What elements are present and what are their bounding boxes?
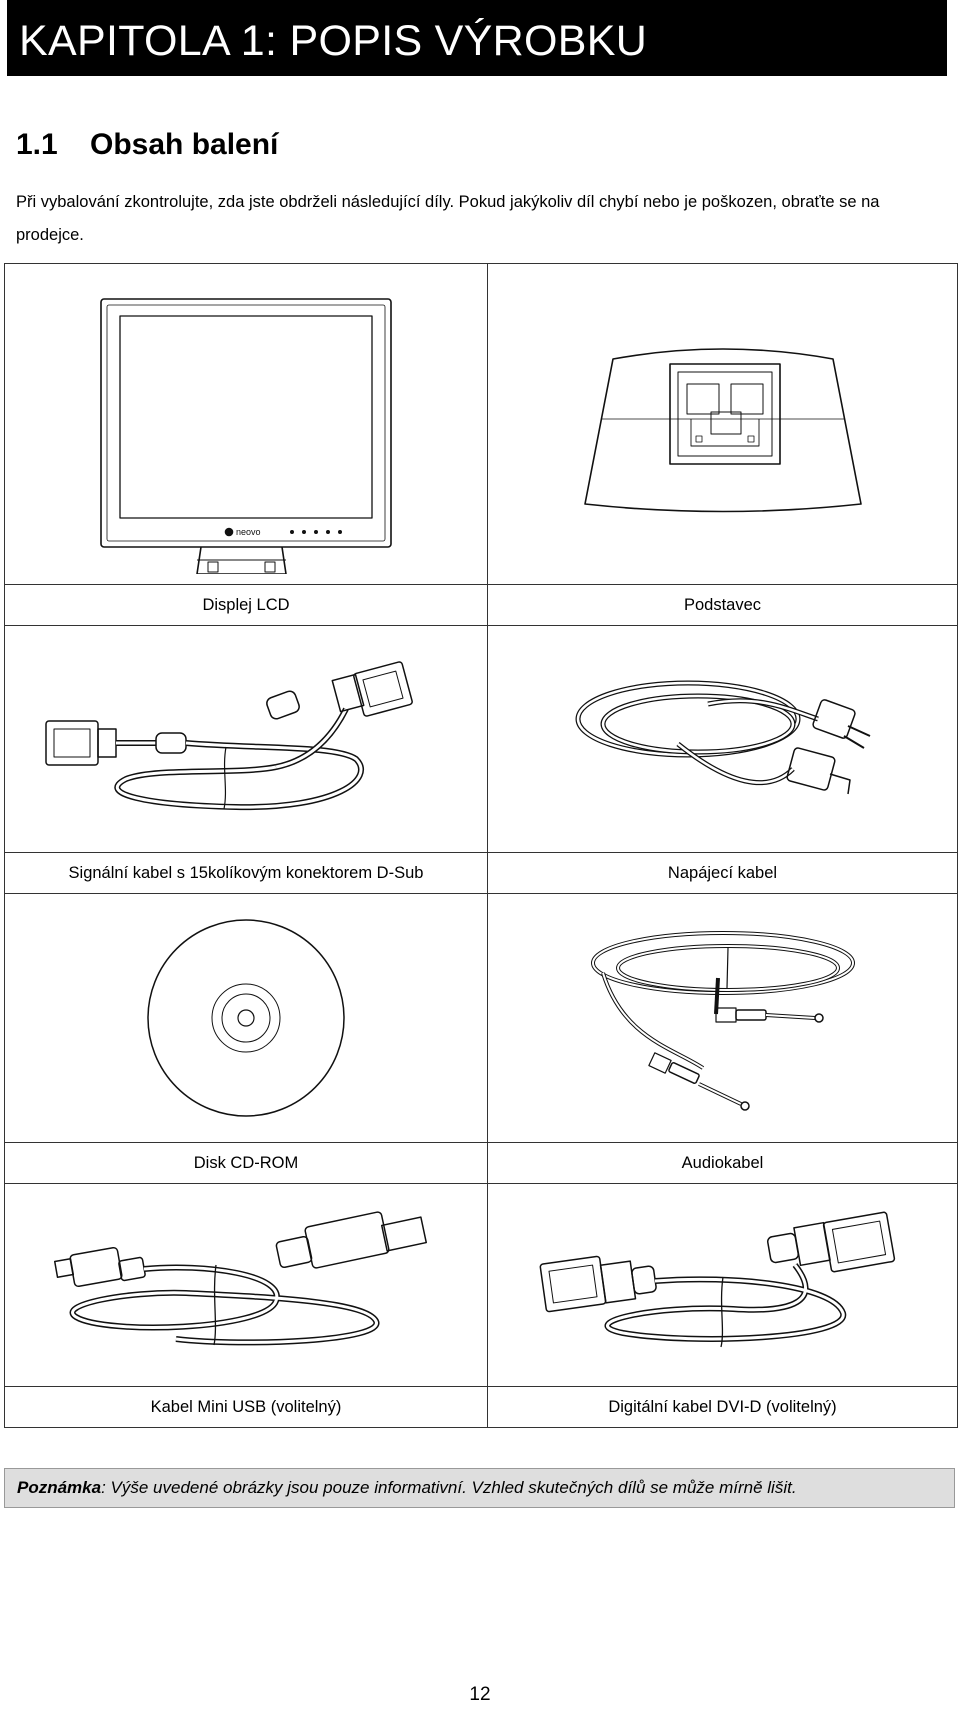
chapter-header-bar: KAPITOLA 1: POPIS VÝROBKU <box>7 0 947 76</box>
section-heading: 1.1 Obsah balení <box>16 128 278 162</box>
page-number: 12 <box>469 1684 491 1705</box>
lcd-display-image: neovo <box>4 263 488 585</box>
cd-rom-icon <box>147 919 345 1117</box>
intro-paragraph: Při vybalování zkontrolujte, zda jste ob… <box>16 193 880 244</box>
note-text: : Výše uvedené obrázky jsou pouze inform… <box>101 1478 797 1497</box>
item-label-usb-cable: Kabel Mini USB (volitelný) <box>4 1386 488 1428</box>
note-box: Poznámka: Výše uvedené obrázky jsou pouz… <box>4 1468 955 1508</box>
item-label-power-cable: Napájecí kabel <box>487 852 958 894</box>
stand-image <box>487 263 958 585</box>
chapter-title: KAPITOLA 1: POPIS VÝROBKU <box>19 17 648 65</box>
dsub-cable-icon <box>45 661 413 811</box>
item-label-dvi-cable: Digitální kabel DVI-D (volitelný) <box>487 1386 958 1428</box>
dsub-cable-image <box>4 625 488 853</box>
power-cable-image <box>487 625 958 853</box>
section-number: 1.1 <box>16 128 58 161</box>
package-contents-table: neovo <box>4 263 958 1428</box>
usb-cable-icon <box>53 1211 428 1346</box>
power-cable-icon <box>575 680 870 795</box>
item-label-stand: Podstavec <box>487 584 958 626</box>
brand-logo: neovo <box>236 527 261 537</box>
item-label-audio-cable: Audiokabel <box>487 1142 958 1184</box>
usb-cable-image <box>4 1183 488 1387</box>
lcd-display-icon: neovo <box>100 298 392 574</box>
section-title: Obsah balení <box>90 128 279 161</box>
cd-rom-image <box>4 893 488 1143</box>
item-label-lcd-display: Displej LCD <box>4 584 488 626</box>
note-label: Poznámka <box>17 1478 102 1497</box>
item-label-cd-rom: Disk CD-ROM <box>4 1142 488 1184</box>
audio-cable-icon <box>590 931 855 1111</box>
item-label-dsub-cable: Signální kabel s 15kolíkovým konektorem … <box>4 852 488 894</box>
dvi-cable-image <box>487 1183 958 1387</box>
dvi-cable-icon <box>539 1211 895 1348</box>
stand-icon <box>583 348 862 513</box>
audio-cable-image <box>487 893 958 1143</box>
